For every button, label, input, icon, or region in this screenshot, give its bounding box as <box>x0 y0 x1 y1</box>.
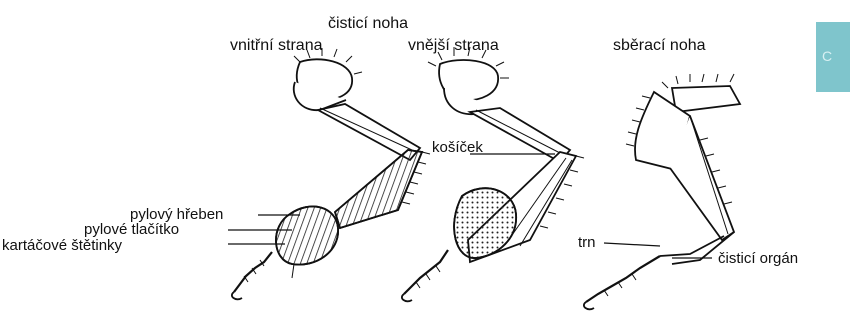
header-inner-side: vnitřní strana <box>230 37 323 54</box>
label-cleaning-organ: čisticí orgán <box>718 250 798 267</box>
side-tab: C <box>816 22 850 92</box>
leg-collecting <box>584 74 740 309</box>
label-spine: trn <box>578 234 596 251</box>
leg-inner-side <box>232 48 430 299</box>
side-tab-text: C <box>822 48 832 64</box>
header-collecting-leg: sběrací noha <box>613 37 706 54</box>
label-pollen-press: pylové tlačítko <box>84 221 179 238</box>
leg-outer-side <box>402 47 584 301</box>
header-cleaning-leg: čisticí noha <box>328 15 408 32</box>
label-brush-bristles: kartáčové štětinky <box>2 237 123 254</box>
leader-spine <box>604 243 660 246</box>
label-basket: košíček <box>432 139 483 156</box>
